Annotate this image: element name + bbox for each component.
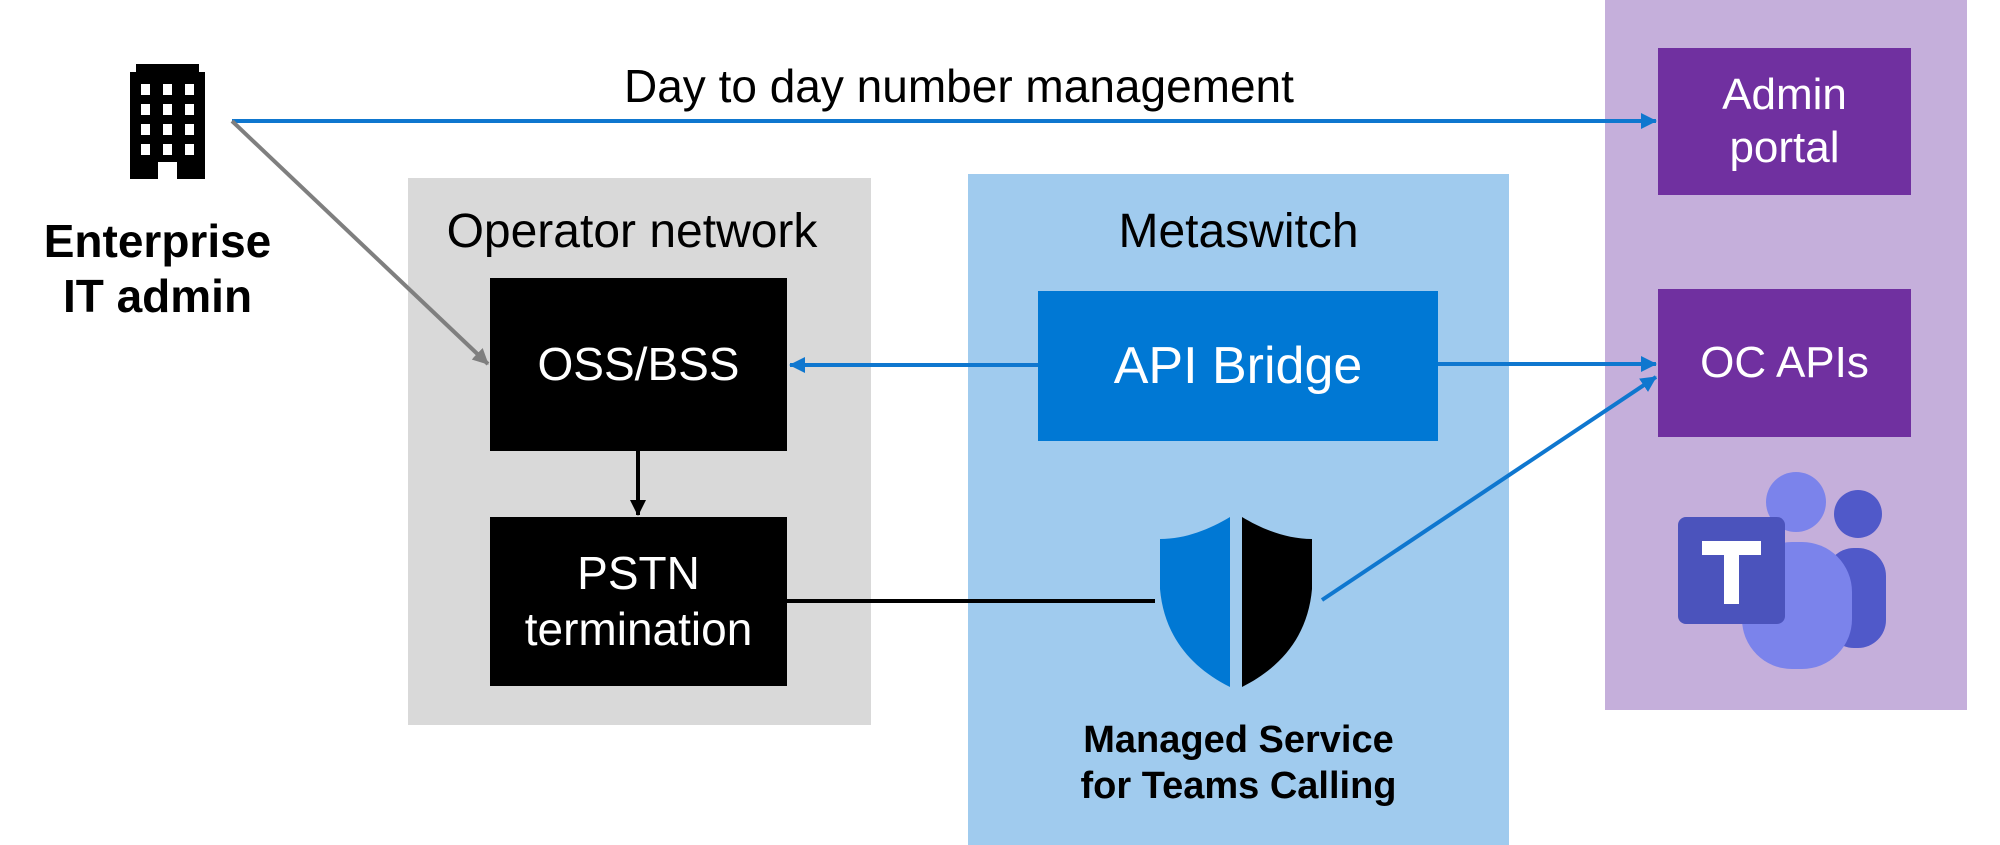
api-bridge-label: API Bridge xyxy=(1113,336,1363,395)
pstn-termination-box[interactable]: PSTN termination xyxy=(490,517,787,686)
portal-label: portal xyxy=(1729,122,1840,172)
admin-portal-box[interactable]: Admin portal xyxy=(1658,48,1911,195)
termination-label: termination xyxy=(524,602,753,655)
shield-icon xyxy=(1160,517,1312,687)
operator-network-label: Operator network xyxy=(446,205,818,258)
teams-logo-icon xyxy=(1676,472,1891,669)
enterprise-line: Enterprise xyxy=(43,215,272,267)
building-icon xyxy=(130,64,205,179)
managed-service-label: Managed Service for Teams Calling xyxy=(968,718,1509,809)
managed-service-line: Managed Service xyxy=(1083,719,1394,761)
day-to-day-arrow-label: Day to day number management xyxy=(624,60,1294,112)
managed-service-to-oc-apis-arrow xyxy=(1320,375,1658,602)
metaswitch-region xyxy=(968,174,1509,845)
api-bridge-box[interactable]: API Bridge xyxy=(1038,291,1438,441)
admin-label: Admin xyxy=(1722,69,1847,119)
enterprise-it-admin-label: Enterprise IT admin xyxy=(20,214,295,324)
teams-calling-line: for Teams Calling xyxy=(1080,764,1397,807)
oc-apis-box[interactable]: OC APIs xyxy=(1658,289,1911,437)
oss-bss-box[interactable]: OSS/BSS xyxy=(490,278,787,451)
oc-apis-label: OC APIs xyxy=(1700,337,1869,387)
enterprise-to-oss-bss-arrow xyxy=(230,119,490,366)
oss-bss-label: OSS/BSS xyxy=(537,337,740,390)
metaswitch-label: Metaswitch xyxy=(1118,205,1359,258)
pstn-label: PSTN xyxy=(577,547,700,600)
it-admin-line: IT admin xyxy=(62,270,253,323)
